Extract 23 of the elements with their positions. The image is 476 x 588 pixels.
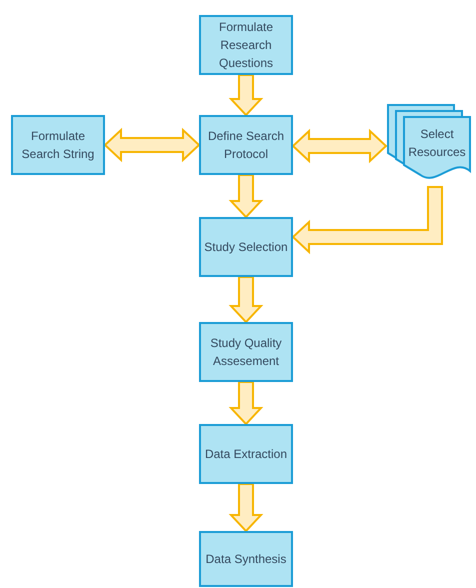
box-label: Formulate Research Questions [218,19,274,72]
box-label: Define Search Protocol [206,128,286,163]
box-label: Formulate Search String [20,128,96,163]
block-arrow [292,186,443,254]
process-box [199,531,293,587]
box-label: Select Resources [407,126,467,161]
process-box [11,115,105,175]
process-box [199,424,293,484]
process-box [199,322,293,382]
box-label: Study Quality Assesement [209,335,283,370]
box-label: Data Synthesis [204,551,288,568]
block-arrow [228,381,264,426]
block-arrow [228,276,264,324]
box-label: Data Extraction [204,446,288,463]
block-arrow [292,128,388,164]
process-box [199,217,293,277]
process-box [199,115,293,175]
block-arrow [228,74,264,116]
block-arrow [228,483,264,532]
block-arrow [228,174,264,218]
process-box [199,15,293,75]
block-arrow [104,128,200,162]
box-label: Study Selection [203,239,289,256]
